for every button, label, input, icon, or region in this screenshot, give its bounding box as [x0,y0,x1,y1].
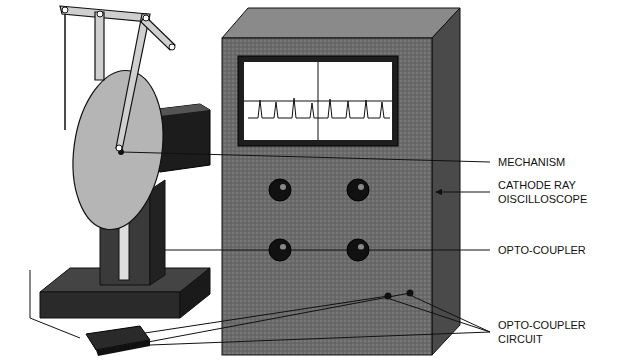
leader-lines [122,152,490,345]
part-label: OPTO-COUPLER CIRCUIT [498,318,588,346]
part-label: OPTO-COUPLER [498,243,608,257]
linkage [60,6,175,151]
opto-coupler-circuit [30,293,410,356]
disc [63,65,172,236]
part-label: MECHANISM [498,155,608,169]
part-label: CATHODE RAY OISCILLOSCOPE [498,178,598,206]
